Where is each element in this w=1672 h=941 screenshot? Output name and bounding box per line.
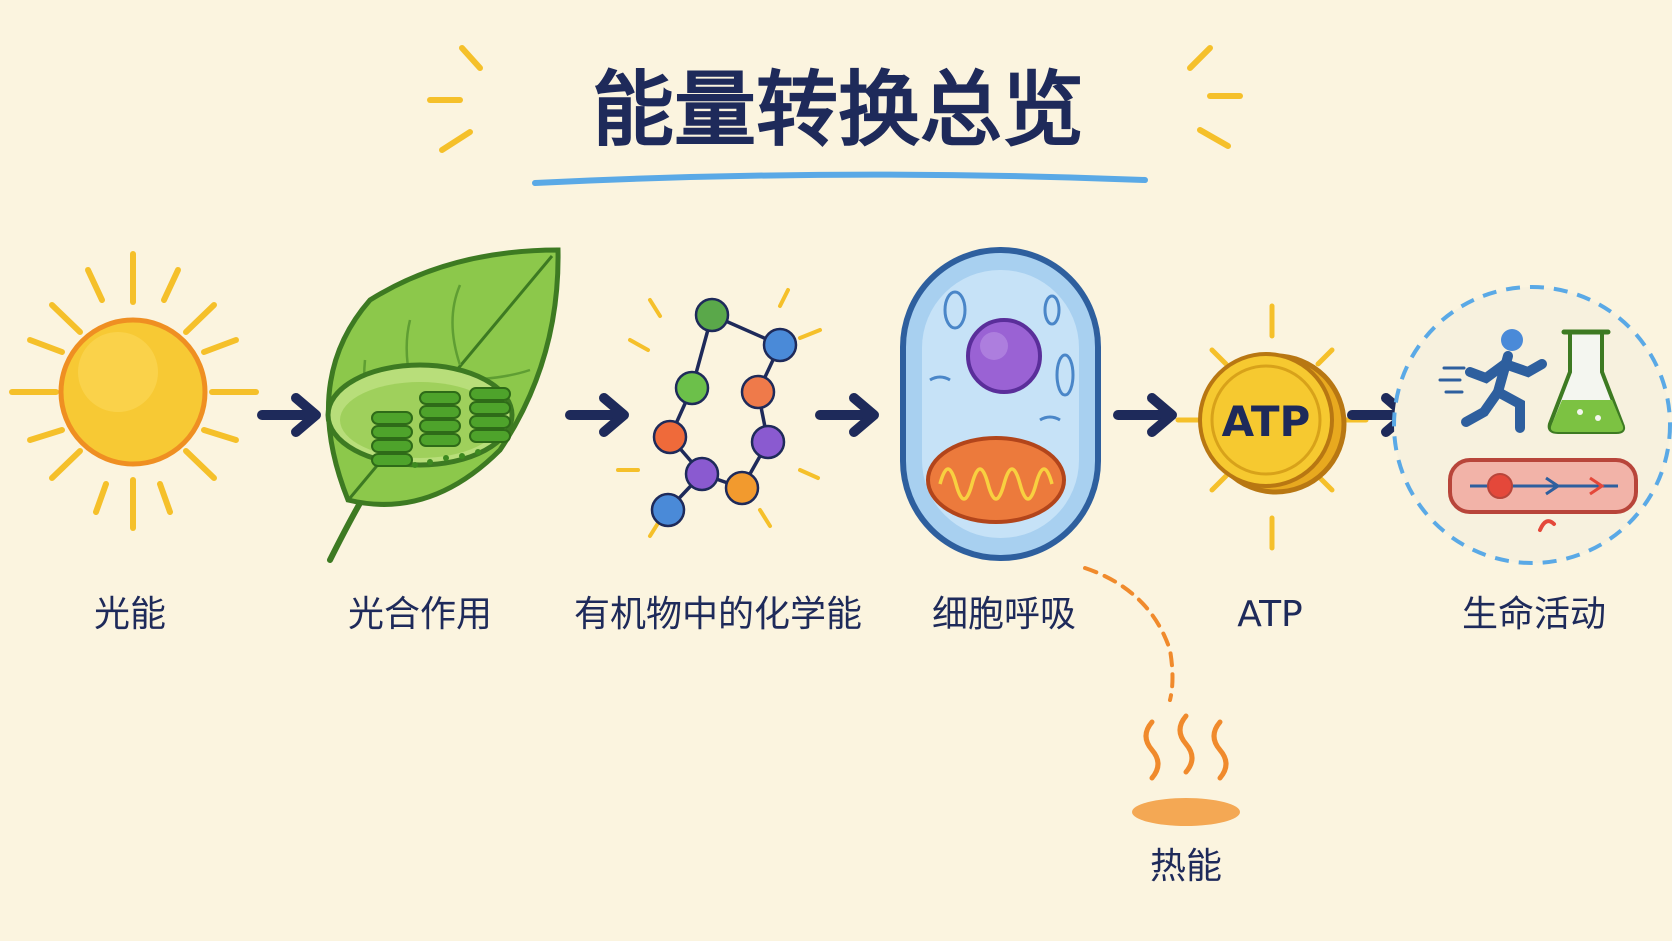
- label-life-activity: 生命活动: [1462, 594, 1606, 635]
- flow-arrow-4: [1113, 393, 1177, 437]
- leaf-chloroplast-icon: [325, 247, 561, 563]
- page-title: 能量转换总览: [592, 63, 1084, 158]
- label-atp: ATP: [1237, 594, 1303, 635]
- flask-icon: [1547, 329, 1626, 434]
- molecule-icon: [616, 288, 822, 538]
- atp-coin-icon: ATP: [1175, 303, 1369, 551]
- title-sparkle-right-icon: [1187, 45, 1243, 149]
- label-respiration: 细胞呼吸: [932, 594, 1076, 635]
- title-sparkle-left-icon: [427, 45, 483, 153]
- runner-icon: [1461, 329, 1547, 433]
- label-heat: 热能: [1150, 846, 1222, 887]
- cell-mitochondria-icon: [900, 247, 1101, 561]
- flow-arrow-2: [565, 393, 629, 437]
- label-chemical-energy: 有机物中的化学能: [574, 594, 862, 635]
- label-photosynthesis: 光合作用: [348, 594, 492, 635]
- transport-tube-icon: [1448, 458, 1638, 532]
- heat-branch-line: [1083, 566, 1175, 702]
- flow-arrow-1: [257, 393, 321, 437]
- label-light: 光能: [94, 594, 166, 635]
- flow-arrow-3: [815, 393, 879, 437]
- sun-icon: [9, 251, 259, 531]
- atp-coin-text: ATP: [1222, 397, 1311, 446]
- heat-waves-icon: [1132, 713, 1240, 826]
- title-underline: [532, 171, 1148, 186]
- life-activity-icon: [1392, 285, 1672, 565]
- title-group: 能量转换总览: [427, 45, 1243, 186]
- step-labels: 光能 光合作用 有机物中的化学能 细胞呼吸 ATP 生命活动 热能: [94, 594, 1606, 887]
